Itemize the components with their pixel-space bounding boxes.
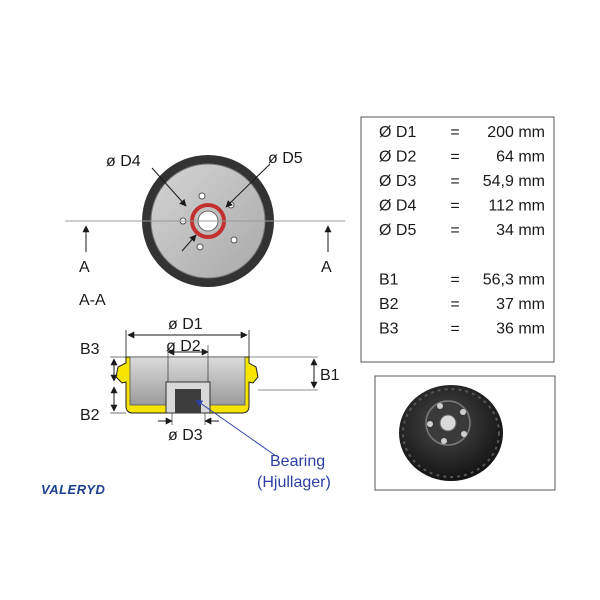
label-b1: B1 [320,367,340,384]
dim-value: 56,3 mm [483,272,545,289]
table-rows: Ø D1 = 200 mm Ø D2 = 64 mm Ø D3 = 54,9 mm Ø D4 = 11… [379,124,545,338]
table-frame [360,116,555,363]
dim-value: 200 mm [487,124,545,141]
label-d1: ø D1 [168,316,203,333]
valeryd-logo: VALERYD [41,482,106,497]
d5-leader [225,163,271,208]
dim-name: Ø D5 [379,222,416,239]
dim-eq: = [450,272,459,289]
section-title: A-A [79,292,106,309]
photo-drum-ribs [402,388,500,478]
dim-value: 64 mm [496,149,545,166]
dim-value: 37 mm [496,296,545,313]
section-view: ø D1 ø D2 ø D3 B1 B3 B2 Bearing (Hjullag… [80,316,340,491]
dim-eq: = [450,321,459,338]
dim-value: 54,9 mm [483,173,545,190]
logo-text: VALERYD [41,482,106,497]
label-b2: B2 [80,407,100,424]
dim-name: Ø D2 [379,149,416,166]
bearing-label: Bearing [270,453,325,470]
dim-name: B2 [379,296,399,313]
dim-eq: = [450,296,459,313]
d5-leader-2 [181,234,197,252]
dim-eq: = [450,222,459,239]
section-marker-right: A [321,259,332,276]
label-d4: ø D4 [106,153,141,170]
dim-eq: = [450,173,459,190]
label-d5: ø D5 [268,150,303,167]
photo-hub-center [439,414,457,432]
dim-name: Ø D3 [379,173,416,190]
dim-eq: = [450,149,459,166]
dimension-table: Ø D1 = 200 mm Ø D2 = 64 mm Ø D3 = 54,9 mm Ø D4 = 11… [360,116,555,363]
label-d2: ø D2 [166,338,201,355]
label-b3: B3 [80,341,100,358]
dim-name: Ø D1 [379,124,416,141]
bearing-label-sub: (Hjullager) [257,474,331,491]
dim-name: B3 [379,321,399,338]
front-view: ø D4 ø D5 A A [65,150,345,287]
label-d3: ø D3 [168,427,203,444]
dim-value: 36 mm [496,321,545,338]
bearing-leader [195,399,277,457]
section-marker-left: A [79,259,90,276]
dim-value: 112 mm [488,198,545,215]
photo-panel [374,375,556,491]
dim-eq: = [450,124,459,141]
photo-studs [427,403,467,444]
dim-name: Ø D4 [379,198,416,215]
dim-name: B1 [379,272,399,289]
dim-value: 34 mm [496,222,545,239]
d4-leader [151,167,187,207]
dim-eq: = [450,198,459,215]
